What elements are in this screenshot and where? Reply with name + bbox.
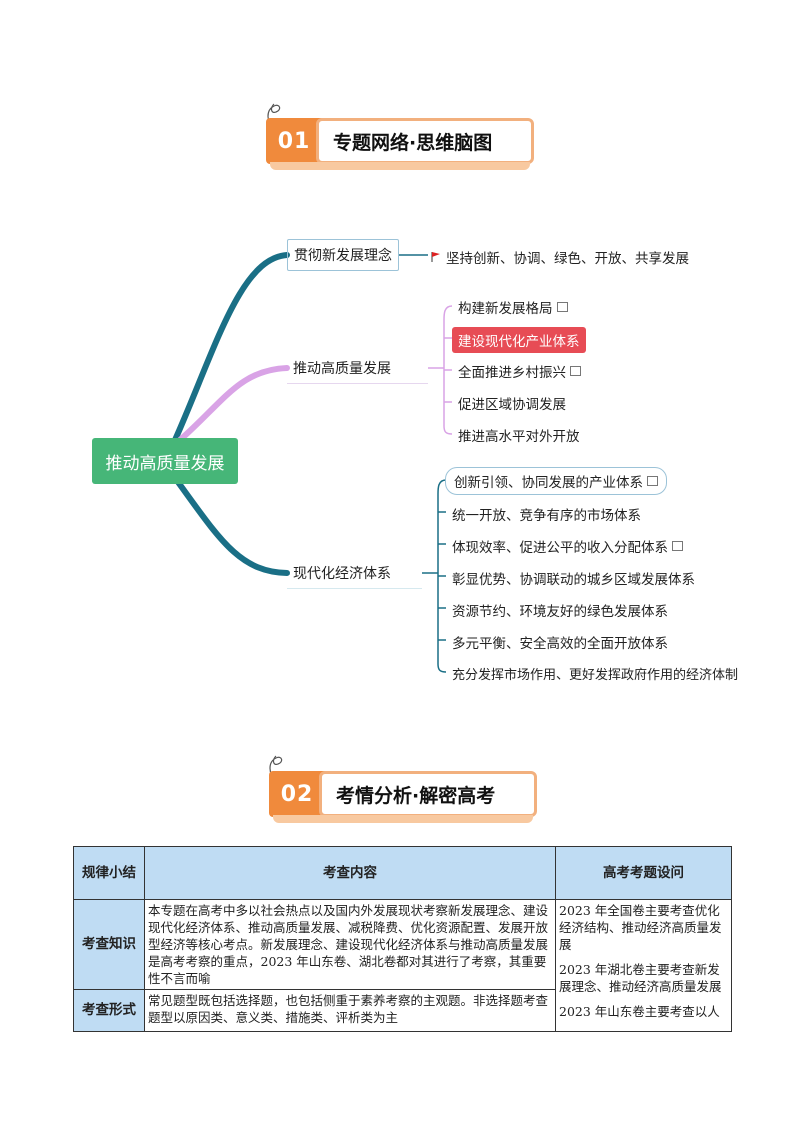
table-header-row: 规律小结 考查内容 高考考题设问 — [73, 846, 732, 900]
banner-shadow — [273, 815, 533, 823]
section-banner-02: 02 考情分析·解密高考 — [269, 771, 537, 823]
section-title: 专题网络·思维脑图 — [316, 118, 534, 164]
branch-new-development-concept: 贯彻新发展理念 — [287, 239, 399, 271]
leaf-item-highlight: 建设现代化产业体系 — [452, 327, 586, 353]
table-header: 规律小结 — [73, 846, 145, 900]
leaf-item-outlined: 创新引领、协同发展的产业体系 — [445, 467, 667, 495]
mindmap-connectors — [172, 252, 453, 673]
leaf-item: 全面推进乡村振兴 — [458, 361, 581, 381]
leaf-item: 推进高水平对外开放 — [458, 429, 580, 445]
section-number: 02 — [269, 771, 325, 817]
question-item: 2023 年湖北卷主要考查新发展理念、推动经济高质量发展 — [559, 962, 722, 994]
swirl-decoration — [269, 755, 283, 781]
section-banner-01: 01 专题网络·思维脑图 — [266, 118, 534, 170]
leaf-text: 全面推进乡村振兴 — [458, 365, 566, 381]
leaf-item: 多元平衡、安全高效的全面开放体系 — [452, 636, 668, 652]
branch-high-quality-development: 推动高质量发展 — [287, 352, 428, 384]
branch-modern-economic-system: 现代化经济体系 — [287, 557, 422, 589]
note-icon — [672, 541, 683, 551]
table-row: 考查形式 常见题型既包括选择题，也包括侧重于素养考察的主观题。非选择题考查题型以… — [73, 989, 732, 1032]
row-content: 常见题型既包括选择题，也包括侧重于素养考察的主观题。非选择题考查题型以原因类、意… — [144, 989, 556, 1032]
leaf-text: 体现效率、促进公平的收入分配体系 — [452, 540, 668, 556]
section-title: 考情分析·解密高考 — [319, 771, 537, 817]
leaf-item: 彰显优势、协调联动的城乡区域发展体系 — [452, 572, 695, 588]
flag-icon — [431, 248, 441, 267]
swirl-decoration — [267, 103, 281, 129]
leaf-item: 坚持创新、协调、绿色、开放、共享发展 — [446, 251, 689, 267]
mindmap-root: 推动高质量发展 — [92, 438, 238, 484]
exam-analysis-table: 规律小结 考查内容 高考考题设问 考查知识 本专题在高考中多以社会热点以及国内外… — [73, 846, 732, 1032]
note-icon — [647, 476, 658, 486]
leaf-item: 充分发挥市场作用、更好发挥政府作用的经济体制 — [452, 668, 739, 683]
row-label: 考查知识 — [73, 899, 145, 990]
leaf-item: 构建新发展格局 — [458, 297, 568, 317]
leaf-text: 创新引领、协同发展的产业体系 — [454, 475, 643, 491]
leaf-item: 统一开放、竞争有序的市场体系 — [452, 508, 641, 524]
exam-questions-cell: 2023 年全国卷主要考查优化经济结构、推动经济高质量发展 2023 年湖北卷主… — [555, 899, 732, 1032]
leaf-item: 体现效率、促进公平的收入分配体系 — [452, 536, 683, 556]
table-row: 考查知识 本专题在高考中多以社会热点以及国内外发展现状考察新发展理念、建设现代化… — [73, 899, 732, 1032]
leaf-text: 构建新发展格局 — [458, 301, 553, 317]
question-item: 2023 年全国卷主要考查优化经济结构、推动经济高质量发展 — [559, 903, 722, 952]
question-item: 2023 年山东卷主要考查以人 — [559, 1004, 720, 1019]
leaf-item: 促进区域协调发展 — [458, 397, 566, 413]
banner-shadow — [270, 162, 530, 170]
note-icon — [556, 302, 568, 312]
table-header: 考查内容 — [144, 846, 556, 900]
note-icon — [570, 366, 581, 376]
row-content: 本专题在高考中多以社会热点以及国内外发展现状考察新发展理念、建设现代化经济体系、… — [144, 899, 556, 990]
row-label: 考查形式 — [73, 989, 145, 1032]
section-number: 01 — [266, 118, 322, 164]
leaf-item: 资源节约、环境友好的绿色发展体系 — [452, 604, 668, 620]
table-header: 高考考题设问 — [555, 846, 732, 900]
